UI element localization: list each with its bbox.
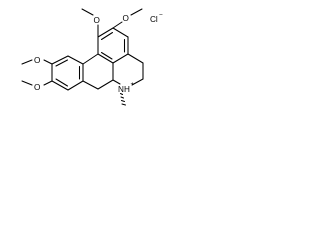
methoxy-groups: O O O O <box>21 8 143 92</box>
bond-d-inner2 <box>55 78 69 87</box>
nitrogen-label: N <box>118 85 124 94</box>
bond-a2 <box>112 27 129 38</box>
bond-c2 <box>97 79 114 90</box>
bond-o9-ring <box>43 80 53 86</box>
chloride-counterion: Cl − <box>150 12 163 24</box>
hydrogen-label: H <box>124 85 130 94</box>
molecular-structure-diagram: O O O O N H + Cl − <box>21 8 163 106</box>
bond-d4 <box>51 80 69 91</box>
ammonium-charge: + <box>131 81 135 88</box>
bond-o2-ring <box>112 21 123 29</box>
bond-o9-methyl <box>21 80 33 86</box>
ring-bonds <box>51 27 144 106</box>
bond-b1 <box>127 53 144 64</box>
bond-c1 <box>82 80 99 90</box>
bond-o1-methyl <box>81 8 94 16</box>
chloride-label: Cl <box>150 15 158 24</box>
oxygen-label-c1: O <box>94 16 100 25</box>
bond-o2-methyl <box>130 8 143 16</box>
bond-d1 <box>67 55 84 65</box>
oxygen-label-c2: O <box>123 14 129 23</box>
bond-b4 <box>112 79 121 85</box>
oxygen-label-c10: O <box>34 56 40 65</box>
bond-d3 <box>67 80 84 91</box>
chloride-charge: − <box>159 12 163 19</box>
bond-a-inner3 <box>100 51 113 60</box>
bond-a-inner1 <box>100 31 114 41</box>
bond-o10-methyl <box>21 59 33 65</box>
bond-biaryl <box>82 53 99 65</box>
bond-d-inner3 <box>55 59 69 67</box>
bond-a1 <box>97 27 114 38</box>
n-methyl-hashed-bond <box>119 92 127 106</box>
bond-o10-ring <box>43 59 53 65</box>
oxygen-label-c9: O <box>34 83 40 92</box>
bond-d6 <box>51 55 69 65</box>
bond-b3 <box>131 78 144 86</box>
ammonium-center: N H + <box>118 81 135 94</box>
bond-a5 <box>97 53 114 64</box>
bond-a4 <box>112 53 129 64</box>
